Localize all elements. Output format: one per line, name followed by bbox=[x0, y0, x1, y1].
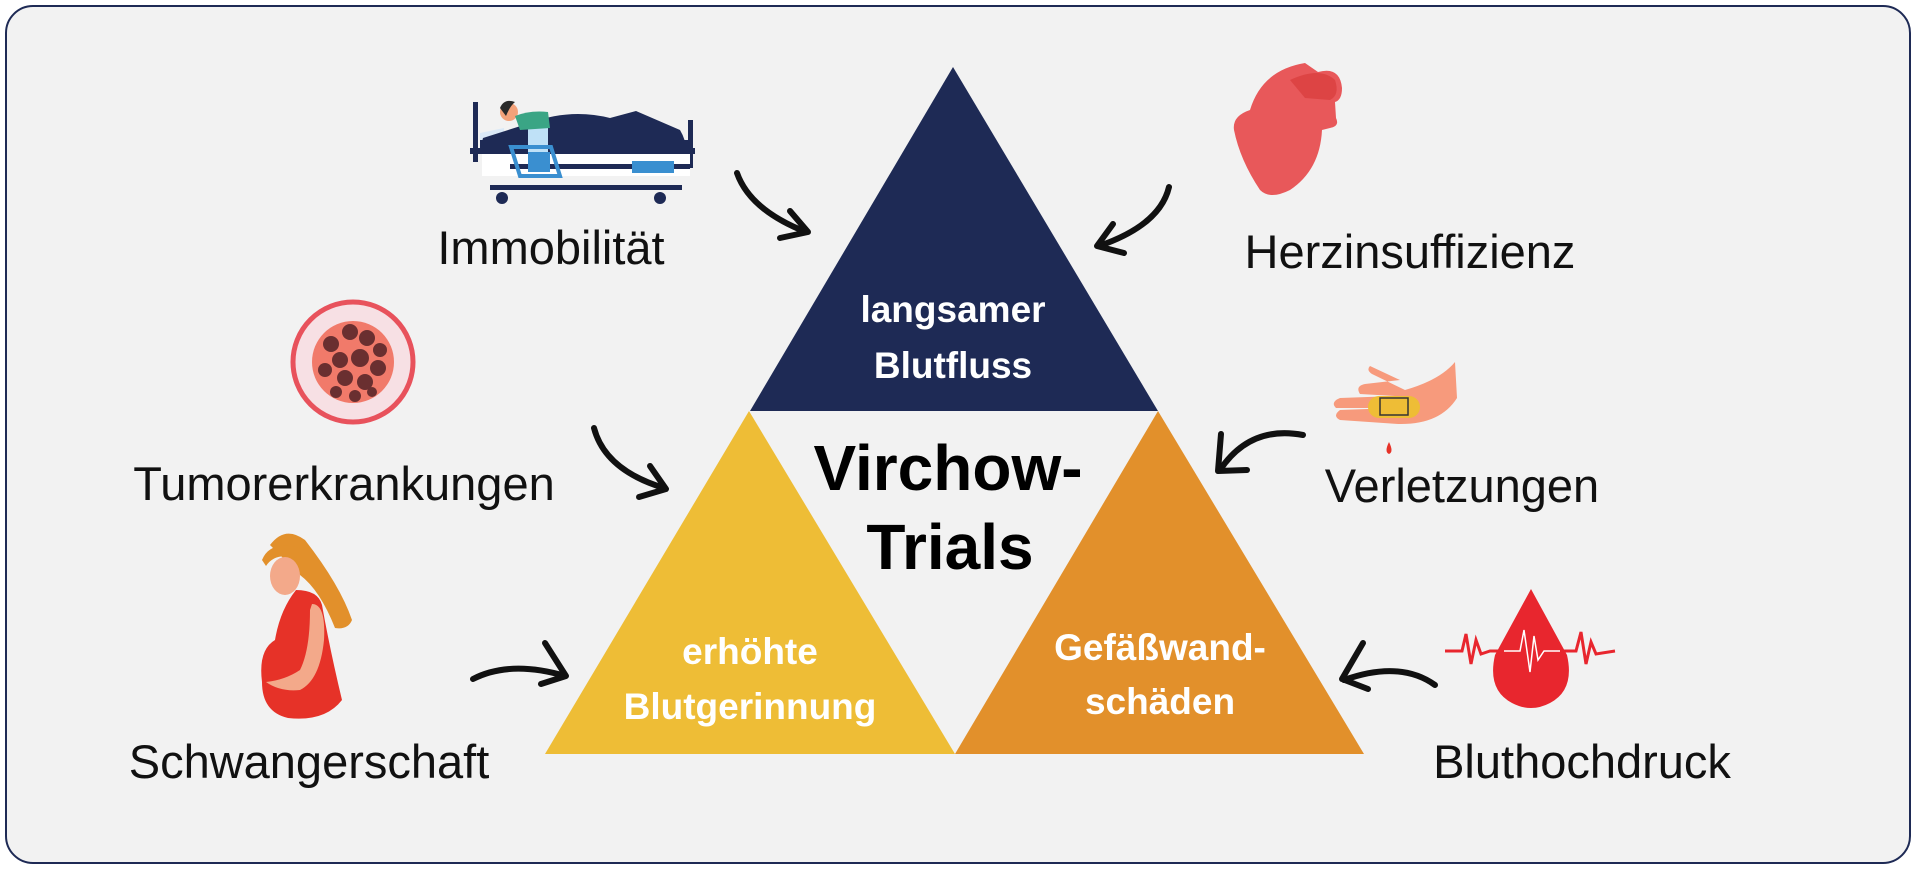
triangle-right-label-line1: Gefäßwand- bbox=[1054, 627, 1266, 668]
factor-label-immobility: Immobilität bbox=[437, 221, 664, 274]
triangle-top-label-line1: langsamer bbox=[860, 289, 1045, 330]
arrow-pregnancy bbox=[470, 640, 569, 687]
triangle-left-label-line1: erhöhte bbox=[682, 631, 818, 672]
factor-label-heart-failure: Herzinsuffizienz bbox=[1245, 225, 1576, 278]
factor-label-hypertension: Bluthochdruck bbox=[1433, 735, 1731, 788]
hospital-bed-icon bbox=[470, 100, 695, 204]
triangle-hypercoagulability bbox=[545, 411, 955, 754]
triangle-slow-blood-flow bbox=[750, 67, 1158, 411]
diagram-title-line1: Virchow- bbox=[813, 432, 1082, 504]
arrow-tumors bbox=[591, 425, 669, 500]
tumor-cell-icon bbox=[290, 299, 416, 425]
triangle-right-label-line2: schäden bbox=[1085, 681, 1235, 722]
factor-label-tumors: Tumorerkrankungen bbox=[133, 457, 554, 510]
bandaged-hand-icon bbox=[1333, 362, 1457, 454]
arrow-injuries bbox=[1215, 430, 1306, 474]
triangle-top-label-line2: Blutfluss bbox=[874, 345, 1032, 386]
diagram-title-line2: Trials bbox=[866, 511, 1033, 583]
arrow-hypertension bbox=[1339, 640, 1438, 692]
heart-icon bbox=[1233, 63, 1342, 195]
blood-drop-ecg-icon bbox=[1445, 589, 1616, 708]
triangle-vessel-wall-damage bbox=[955, 411, 1364, 754]
arrow-immobility bbox=[734, 170, 811, 241]
factor-label-pregnancy: Schwangerschaft bbox=[129, 735, 490, 788]
triangle-left-label-line2: Blutgerinnung bbox=[624, 686, 877, 727]
pregnant-woman-icon bbox=[261, 533, 352, 719]
factor-label-injuries: Verletzungen bbox=[1325, 459, 1599, 512]
arrow-heart-failure bbox=[1094, 184, 1172, 256]
